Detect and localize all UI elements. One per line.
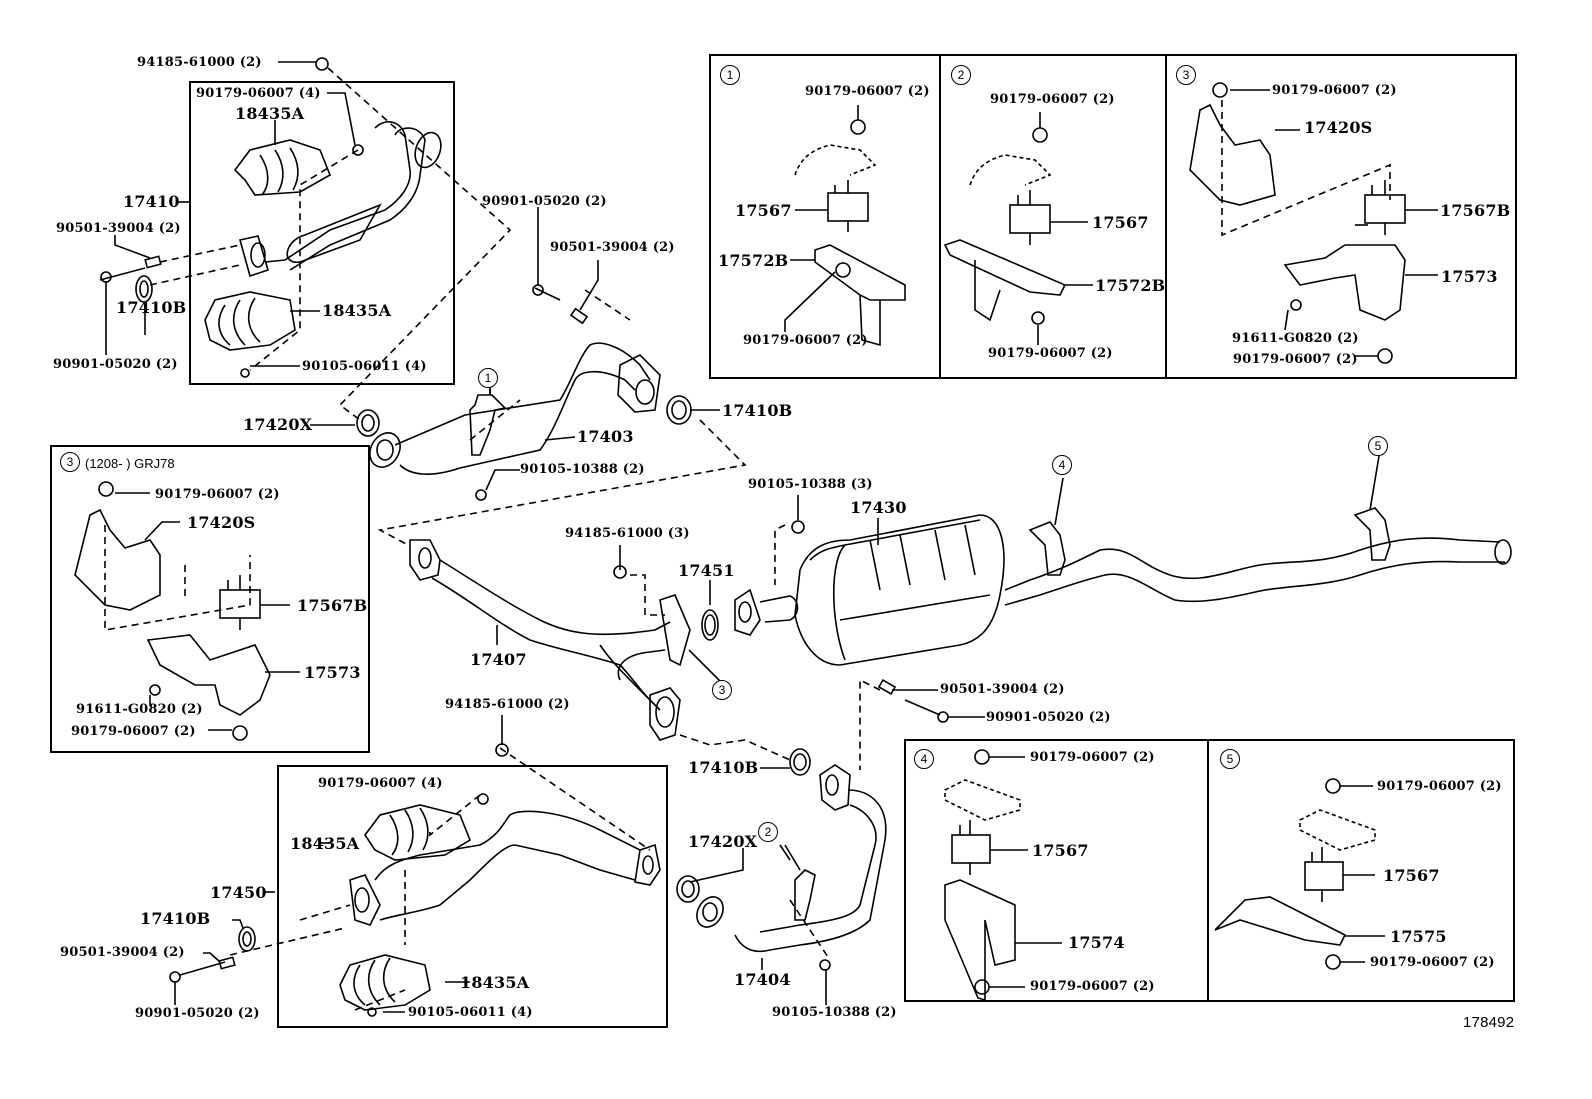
part-label[interactable]: 90501-39004 (2): [550, 240, 675, 255]
part-label[interactable]: 90901-05020 (2): [53, 357, 178, 372]
part-label[interactable]: 17567: [735, 201, 792, 220]
part-label[interactable]: 90179-06007 (2): [1233, 352, 1358, 367]
front-pipe-17410-drawing: [99, 57, 442, 378]
leader-lines: [105, 61, 1438, 1013]
part-label[interactable]: 90901-05020 (2): [986, 710, 1111, 725]
part-label[interactable]: 90105-10388 (2): [520, 462, 645, 477]
inset-front-pipe-17450: [277, 765, 668, 1028]
part-label[interactable]: 17420S: [187, 513, 256, 532]
part-label[interactable]: 17410B: [140, 909, 211, 928]
part-label[interactable]: 18435A: [322, 301, 392, 320]
part-label[interactable]: 18435A: [460, 973, 530, 992]
part-label[interactable]: 90179-06007 (2): [71, 724, 196, 739]
figure-number: 178492: [1463, 1014, 1515, 1031]
part-label[interactable]: 17450: [210, 883, 267, 902]
inset-drawings: [74, 82, 1406, 1002]
muffler-17430-drawing: [734, 507, 1512, 776]
part-label[interactable]: 91611-G0820 (2): [76, 702, 203, 717]
part-label[interactable]: 90179-06007 (4): [318, 776, 443, 791]
part-label[interactable]: 17410B: [688, 758, 759, 777]
callout-4[interactable]: 4: [914, 749, 934, 769]
part-label[interactable]: 17451: [678, 561, 735, 580]
part-label[interactable]: 90901-05020 (2): [482, 194, 607, 209]
part-label[interactable]: 90179-06007 (2): [805, 84, 930, 99]
part-label[interactable]: 17573: [1441, 267, 1498, 286]
part-label[interactable]: 90501-39004 (2): [940, 682, 1065, 697]
part-label[interactable]: 90901-05020 (2): [135, 1006, 260, 1021]
callout-4[interactable]: 4: [1052, 455, 1072, 475]
inset-divider: [1165, 54, 1167, 379]
part-label[interactable]: 17567: [1032, 841, 1089, 860]
part-label[interactable]: 90105-10388 (3): [748, 477, 873, 492]
part-label[interactable]: 17567: [1092, 213, 1149, 232]
inset-divider: [939, 54, 941, 379]
part-label[interactable]: 90179-06007 (2): [1030, 979, 1155, 994]
part-label[interactable]: 17410B: [116, 298, 187, 317]
part-label[interactable]: 18435A: [235, 104, 305, 123]
part-label[interactable]: 90179-06007 (2): [1272, 83, 1397, 98]
part-label[interactable]: 91611-G0820 (2): [1232, 331, 1359, 346]
part-label[interactable]: 17567B: [1440, 201, 1511, 220]
part-label[interactable]: 17420X: [688, 832, 758, 851]
pipe-17407-drawing: [409, 539, 719, 757]
part-label[interactable]: 90105-06011 (4): [302, 359, 427, 374]
callout-3[interactable]: 3: [60, 452, 80, 472]
part-label[interactable]: 94185-61000 (2): [445, 697, 570, 712]
part-label[interactable]: 17420X: [243, 415, 313, 434]
part-label[interactable]: 90105-06011 (4): [408, 1005, 533, 1020]
part-label[interactable]: 90105-10388 (2): [772, 1005, 897, 1020]
part-label[interactable]: 90179-06007 (2): [990, 92, 1115, 107]
inset-divider: [1207, 739, 1209, 1002]
part-label[interactable]: 17430: [850, 498, 907, 517]
part-label[interactable]: 17404: [734, 970, 791, 989]
part-label[interactable]: 17403: [577, 427, 634, 446]
inset-mount-3-grj78: [50, 445, 370, 753]
part-label[interactable]: 94185-61000 (2): [137, 55, 262, 70]
pipe-17404-drawing: [676, 764, 887, 971]
part-label[interactable]: 17567B: [297, 596, 368, 615]
inset-mounts-top-right: [709, 54, 1517, 379]
part-label[interactable]: 17575: [1390, 927, 1447, 946]
part-label[interactable]: 90179-06007 (2): [1030, 750, 1155, 765]
inset-mounts-bottom-right: [904, 739, 1515, 1002]
part-label[interactable]: 90501-39004 (2): [56, 221, 181, 236]
part-label[interactable]: 17572B: [1095, 276, 1166, 295]
front-pipe-17450-drawing: [169, 793, 661, 1017]
callout-5[interactable]: 5: [1368, 436, 1388, 456]
part-label[interactable]: 17573: [304, 663, 361, 682]
callout-1[interactable]: 1: [478, 368, 498, 388]
callout-3[interactable]: 3: [712, 680, 732, 700]
callout-5[interactable]: 5: [1220, 749, 1240, 769]
part-label[interactable]: 17567: [1383, 866, 1440, 885]
inset-3-header: (1208- ) GRJ78: [85, 456, 175, 471]
part-label[interactable]: 90179-06007 (2): [1370, 955, 1495, 970]
part-label[interactable]: 17420S: [1304, 118, 1373, 137]
part-label[interactable]: 90179-06007 (2): [1377, 779, 1502, 794]
part-label[interactable]: 90179-06007 (2): [155, 487, 280, 502]
part-label[interactable]: 17407: [470, 650, 527, 669]
part-label[interactable]: 90179-06007 (2): [988, 346, 1113, 361]
callout-3[interactable]: 3: [1176, 65, 1196, 85]
part-label[interactable]: 94185-61000 (3): [565, 526, 690, 541]
part-label[interactable]: 17574: [1068, 933, 1125, 952]
inset-front-pipe-17410: [189, 81, 455, 385]
part-label[interactable]: 90501-39004 (2): [60, 945, 185, 960]
part-label[interactable]: 90179-06007 (2): [743, 333, 868, 348]
part-label[interactable]: 17410: [123, 192, 180, 211]
part-label[interactable]: 18435A: [290, 834, 360, 853]
pipe-17403-drawing: [356, 284, 692, 501]
part-label[interactable]: 17410B: [722, 401, 793, 420]
part-label[interactable]: 17572B: [718, 251, 789, 270]
part-label[interactable]: 90179-06007 (4): [196, 86, 321, 101]
callout-2[interactable]: 2: [951, 65, 971, 85]
callout-2[interactable]: 2: [758, 822, 778, 842]
callout-1[interactable]: 1: [720, 65, 740, 85]
